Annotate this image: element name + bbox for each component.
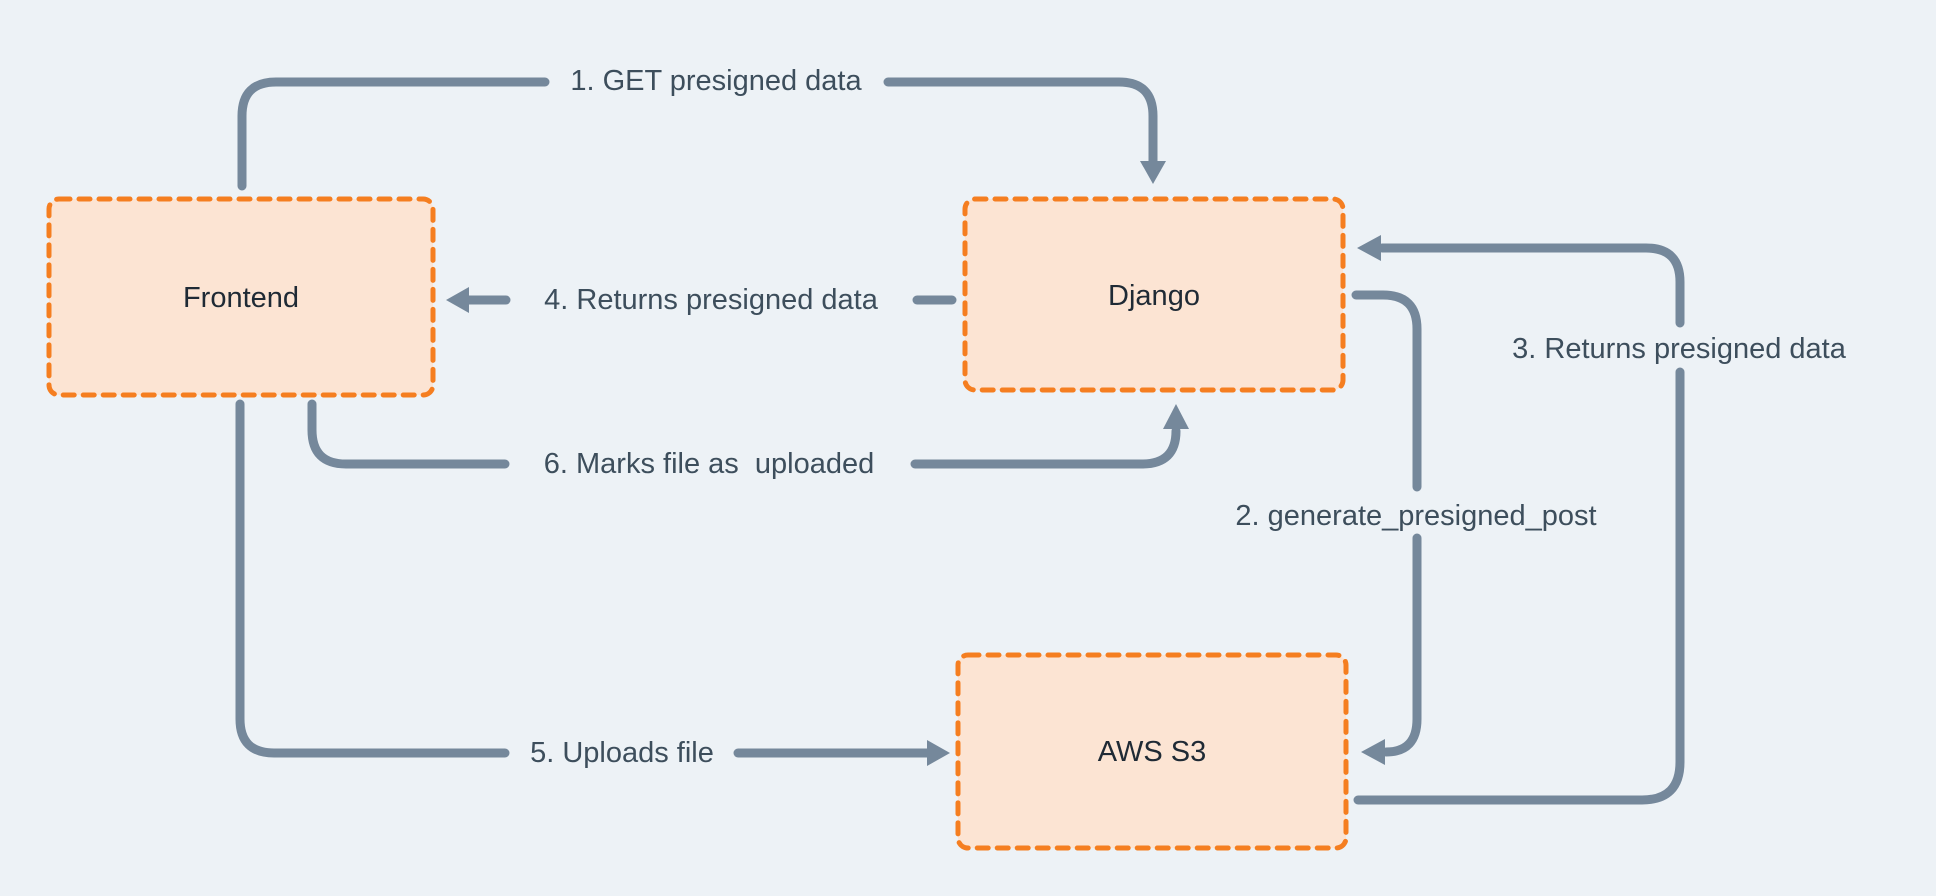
node-aws-s3-label: AWS S3 bbox=[1098, 736, 1207, 768]
flow-3-label: 3. Returns presigned data bbox=[1512, 333, 1847, 365]
flow-4-label: 4. Returns presigned data bbox=[544, 284, 879, 316]
flow-6-line-left bbox=[307, 399, 510, 469]
flow-1-arrowhead-down-icon bbox=[1140, 161, 1166, 184]
flow-1-line-left bbox=[237, 77, 550, 191]
flow-3-line-top bbox=[1377, 243, 1685, 328]
flow-1-get-presigned-data: 1. GET presigned data bbox=[237, 65, 1166, 191]
node-aws-s3-box bbox=[955, 652, 1349, 851]
node-django: Django bbox=[962, 196, 1346, 393]
flow-2-label: 2. generate_presigned_post bbox=[1235, 500, 1596, 532]
node-aws-s3: AWS S3 bbox=[955, 652, 1349, 851]
flow-3-arrowhead-left-icon bbox=[1357, 235, 1381, 261]
node-frontend-label: Frontend bbox=[183, 282, 299, 314]
flow-3-line-bottom bbox=[1353, 367, 1685, 805]
flow-6-marks-file-uploaded: 6. Marks file as uploaded bbox=[307, 399, 1189, 480]
node-django-box bbox=[962, 196, 1346, 393]
flow-5-arrowhead-right-icon bbox=[927, 740, 950, 766]
node-frontend-box bbox=[46, 196, 436, 398]
flow-6-line-right bbox=[910, 426, 1181, 469]
node-frontend: Frontend bbox=[46, 196, 436, 398]
flow-6-arrowhead-up-icon bbox=[1163, 404, 1189, 429]
flow-6-label: 6. Marks file as uploaded bbox=[544, 448, 874, 480]
flow-2-arrowhead-left-icon bbox=[1361, 739, 1385, 765]
flow-4-returns-presigned-data: 4. Returns presigned data bbox=[446, 284, 957, 316]
flow-5-line-left bbox=[235, 399, 510, 758]
flow-2-line-top bbox=[1351, 290, 1422, 492]
flow-3-returns-presigned-data: 3. Returns presigned data bbox=[1353, 235, 1847, 805]
flow-1-line-right bbox=[883, 77, 1158, 166]
flow-1-label: 1. GET presigned data bbox=[570, 65, 862, 97]
node-django-label: Django bbox=[1108, 280, 1200, 312]
flow-4-arrowhead-left-icon bbox=[446, 287, 469, 313]
flow-5-label: 5. Uploads file bbox=[530, 737, 714, 769]
flow-5-uploads-file: 5. Uploads file bbox=[235, 399, 950, 769]
flow-2-generate-presigned-post: 2. generate_presigned_post bbox=[1235, 290, 1597, 765]
flow-2-line-bottom bbox=[1381, 533, 1422, 757]
